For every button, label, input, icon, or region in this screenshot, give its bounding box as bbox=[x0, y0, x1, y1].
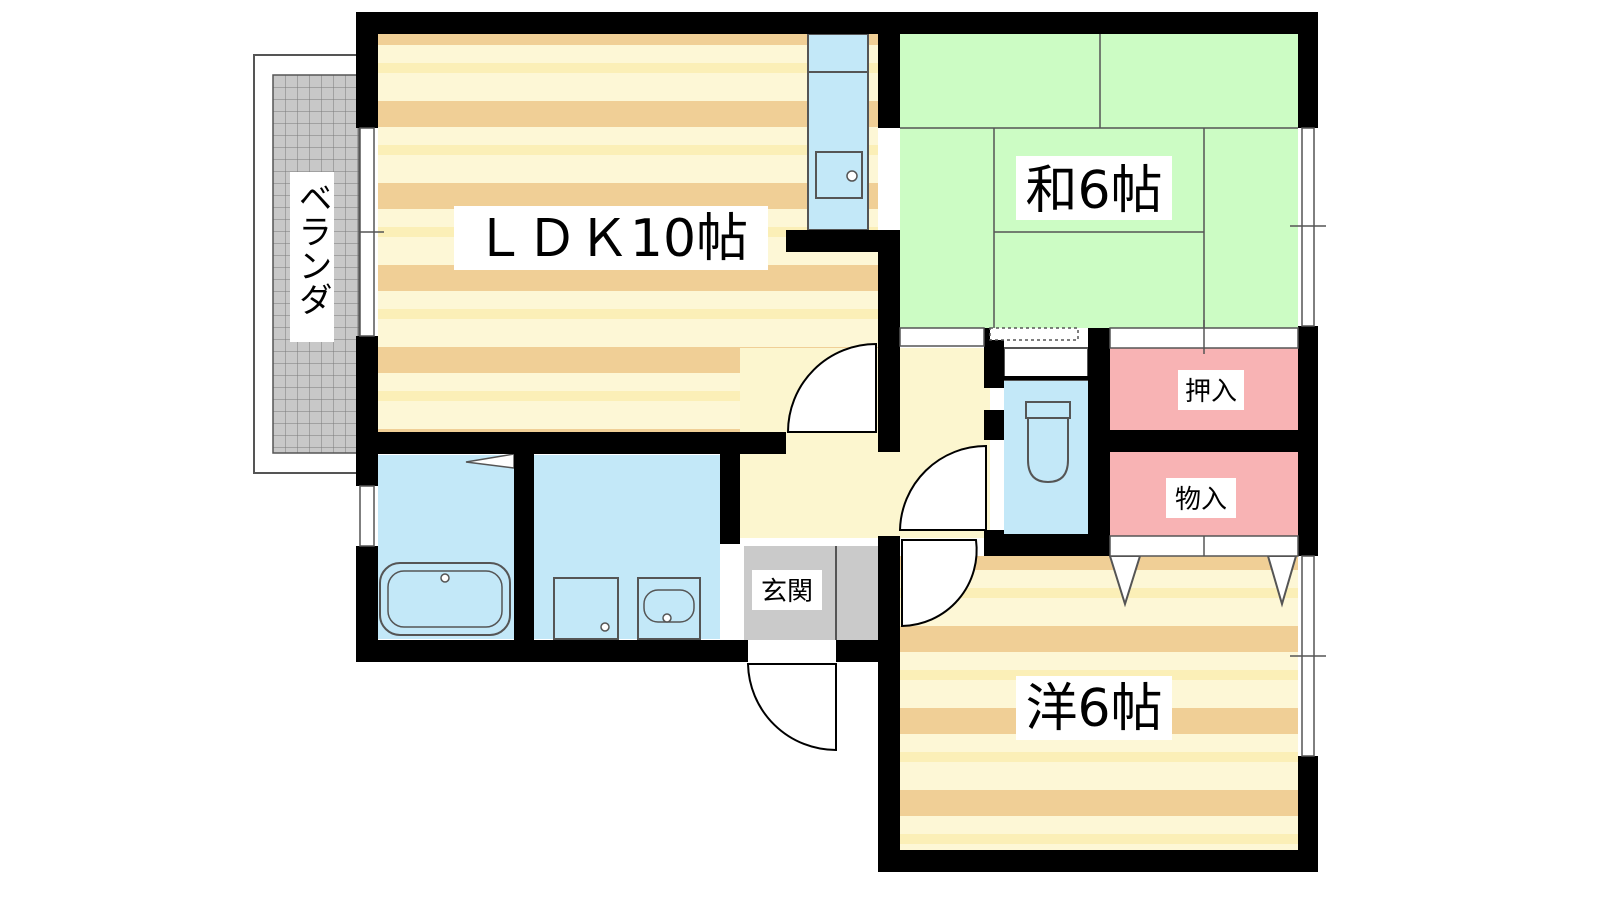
walls bbox=[356, 12, 1318, 872]
veranda-label: ベランダ bbox=[292, 180, 332, 316]
toilet bbox=[1025, 401, 1071, 484]
genkan-label: 玄関 bbox=[761, 577, 813, 607]
monoire-label-group: 物入 bbox=[1166, 478, 1236, 518]
genkan-label-group: 玄関 bbox=[752, 570, 822, 610]
veranda bbox=[253, 54, 365, 474]
oshiire-label: 押入 bbox=[1185, 377, 1237, 407]
ldk-label-group: ＬＤＫ10帖 bbox=[454, 206, 768, 270]
oshiire-label-group: 押入 bbox=[1178, 370, 1244, 410]
monoire-label: 物入 bbox=[1175, 485, 1227, 515]
washitsu-label: 和6帖 bbox=[1025, 161, 1162, 221]
youshitsu-label: 洋6帖 bbox=[1025, 679, 1162, 739]
washitsu-label-group: 和6帖 bbox=[1016, 156, 1172, 221]
tatami-lines bbox=[900, 34, 1298, 328]
bathtub bbox=[379, 562, 511, 636]
doors bbox=[746, 342, 987, 752]
ldk-label: ＬＤＫ10帖 bbox=[474, 209, 748, 269]
windows bbox=[359, 127, 1326, 757]
sliding-partitions bbox=[899, 320, 1299, 557]
kitchen-counter bbox=[807, 33, 869, 231]
youshitsu-label-group: 洋6帖 bbox=[1016, 676, 1172, 740]
wash-basin bbox=[637, 577, 701, 640]
